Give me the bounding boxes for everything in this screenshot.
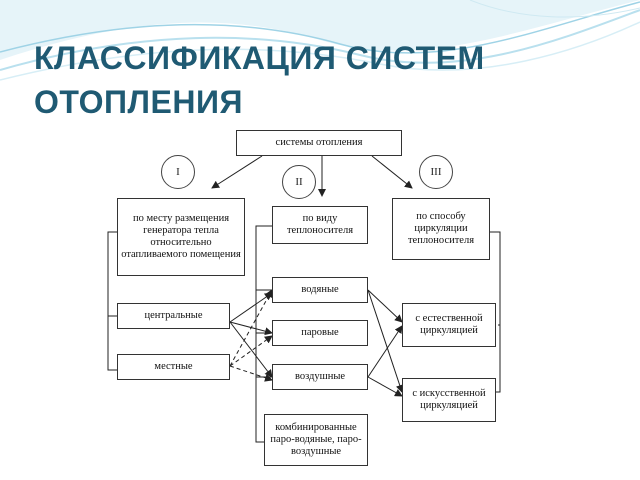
group-box-carrier: по виду теплоносителя — [272, 206, 368, 244]
item-natural-circulation: с естественной циркуляцией — [402, 303, 496, 347]
arrow-central-to-water — [229, 292, 273, 323]
arrow-root-to-group-3 — [371, 155, 413, 189]
item-water: водяные — [272, 277, 368, 303]
arrow-local-to-water — [229, 289, 273, 367]
numeral-group-1: I — [161, 155, 195, 189]
arrow-water-to-forced — [367, 289, 404, 393]
arrow-air-to-natural — [367, 325, 403, 378]
group-box-placement: по месту размещения генератора тепла отн… — [117, 198, 245, 276]
root-box: системы отопления — [236, 130, 402, 156]
background-waves — [0, 0, 640, 81]
arrow-central-to-air — [229, 321, 273, 378]
arrow-local-to-air — [229, 365, 273, 382]
item-forced-circulation: с искусственной циркуляцией — [402, 378, 496, 422]
item-central: центральные — [117, 303, 230, 329]
arrow-air-to-forced — [367, 376, 403, 397]
slide-title: КЛАССИФИКАЦИЯ СИСТЕМ ОТОПЛЕНИЯ — [34, 40, 485, 120]
group-box-circulation: по способу циркуляции теплоносителя — [392, 198, 490, 260]
bracket-group-1 — [107, 231, 117, 371]
arrow-local-to-steam — [229, 335, 273, 367]
numeral-group-2: II — [282, 165, 316, 199]
arrow-water-to-natural — [367, 289, 403, 323]
item-combined: комбинированные паро-водяные, паро-возду… — [264, 414, 368, 466]
item-air: воздушные — [272, 364, 368, 390]
arrow-root-to-group-1 — [211, 155, 263, 189]
item-local: местные — [117, 354, 230, 380]
item-steam: паровые — [272, 320, 368, 346]
bracket-group-2 — [255, 225, 272, 443]
numeral-group-3: III — [419, 155, 453, 189]
